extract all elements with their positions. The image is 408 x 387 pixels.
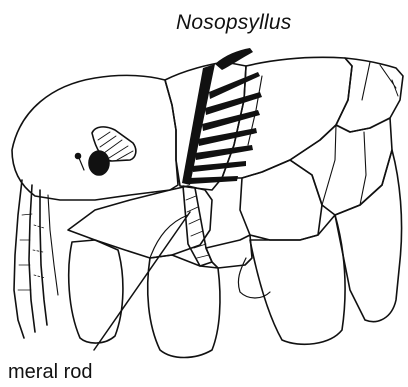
meral-rod-label: meral rod — [8, 361, 92, 384]
metepimeron — [290, 118, 392, 215]
genus-label: Nosopsyllus — [176, 11, 291, 35]
fore-coxa — [69, 240, 123, 343]
ocular-seta — [79, 158, 84, 170]
head-capsule — [12, 75, 178, 200]
hind-coxa — [250, 215, 345, 344]
metanotum — [336, 58, 403, 132]
meral-rod — [183, 186, 212, 266]
maxillary-palp — [14, 180, 24, 338]
mesosternum — [206, 235, 252, 268]
eye — [89, 151, 109, 175]
meral-rod-pointer — [94, 212, 190, 350]
mesopleuron — [240, 160, 322, 240]
mid-coxa — [148, 255, 220, 358]
